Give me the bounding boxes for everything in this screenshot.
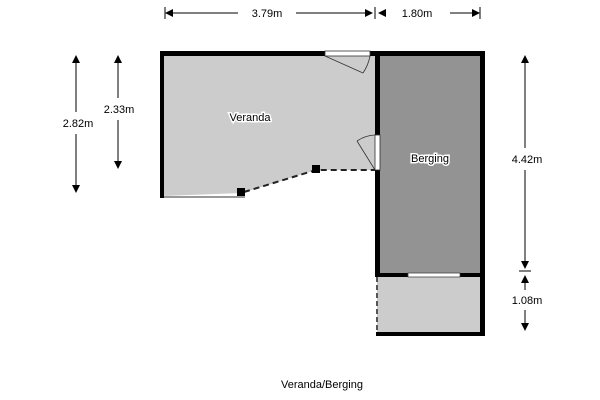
post bbox=[237, 188, 245, 196]
dim-label-right-lower: 1.08m bbox=[512, 295, 543, 307]
door-side[interactable] bbox=[356, 134, 381, 171]
door-top[interactable] bbox=[324, 50, 371, 74]
lower-area-floor bbox=[377, 277, 482, 332]
dim-label-left-inner: 2.33m bbox=[104, 104, 135, 116]
walls bbox=[160, 51, 485, 336]
berging-floor bbox=[380, 56, 482, 273]
post bbox=[312, 165, 320, 173]
room-label-berging: Berging bbox=[411, 153, 449, 165]
room-label-veranda: Veranda bbox=[230, 112, 272, 124]
plan-caption: Veranda/Berging bbox=[281, 379, 363, 391]
dim-label-left-total: 2.82m bbox=[63, 118, 94, 130]
dim-label-right-berging: 4.42m bbox=[512, 154, 543, 166]
dim-label-top-veranda: 3.79m bbox=[252, 8, 283, 20]
veranda-floor bbox=[163, 56, 375, 196]
window bbox=[407, 272, 461, 278]
dim-label-top-berging: 1.80m bbox=[402, 8, 433, 20]
